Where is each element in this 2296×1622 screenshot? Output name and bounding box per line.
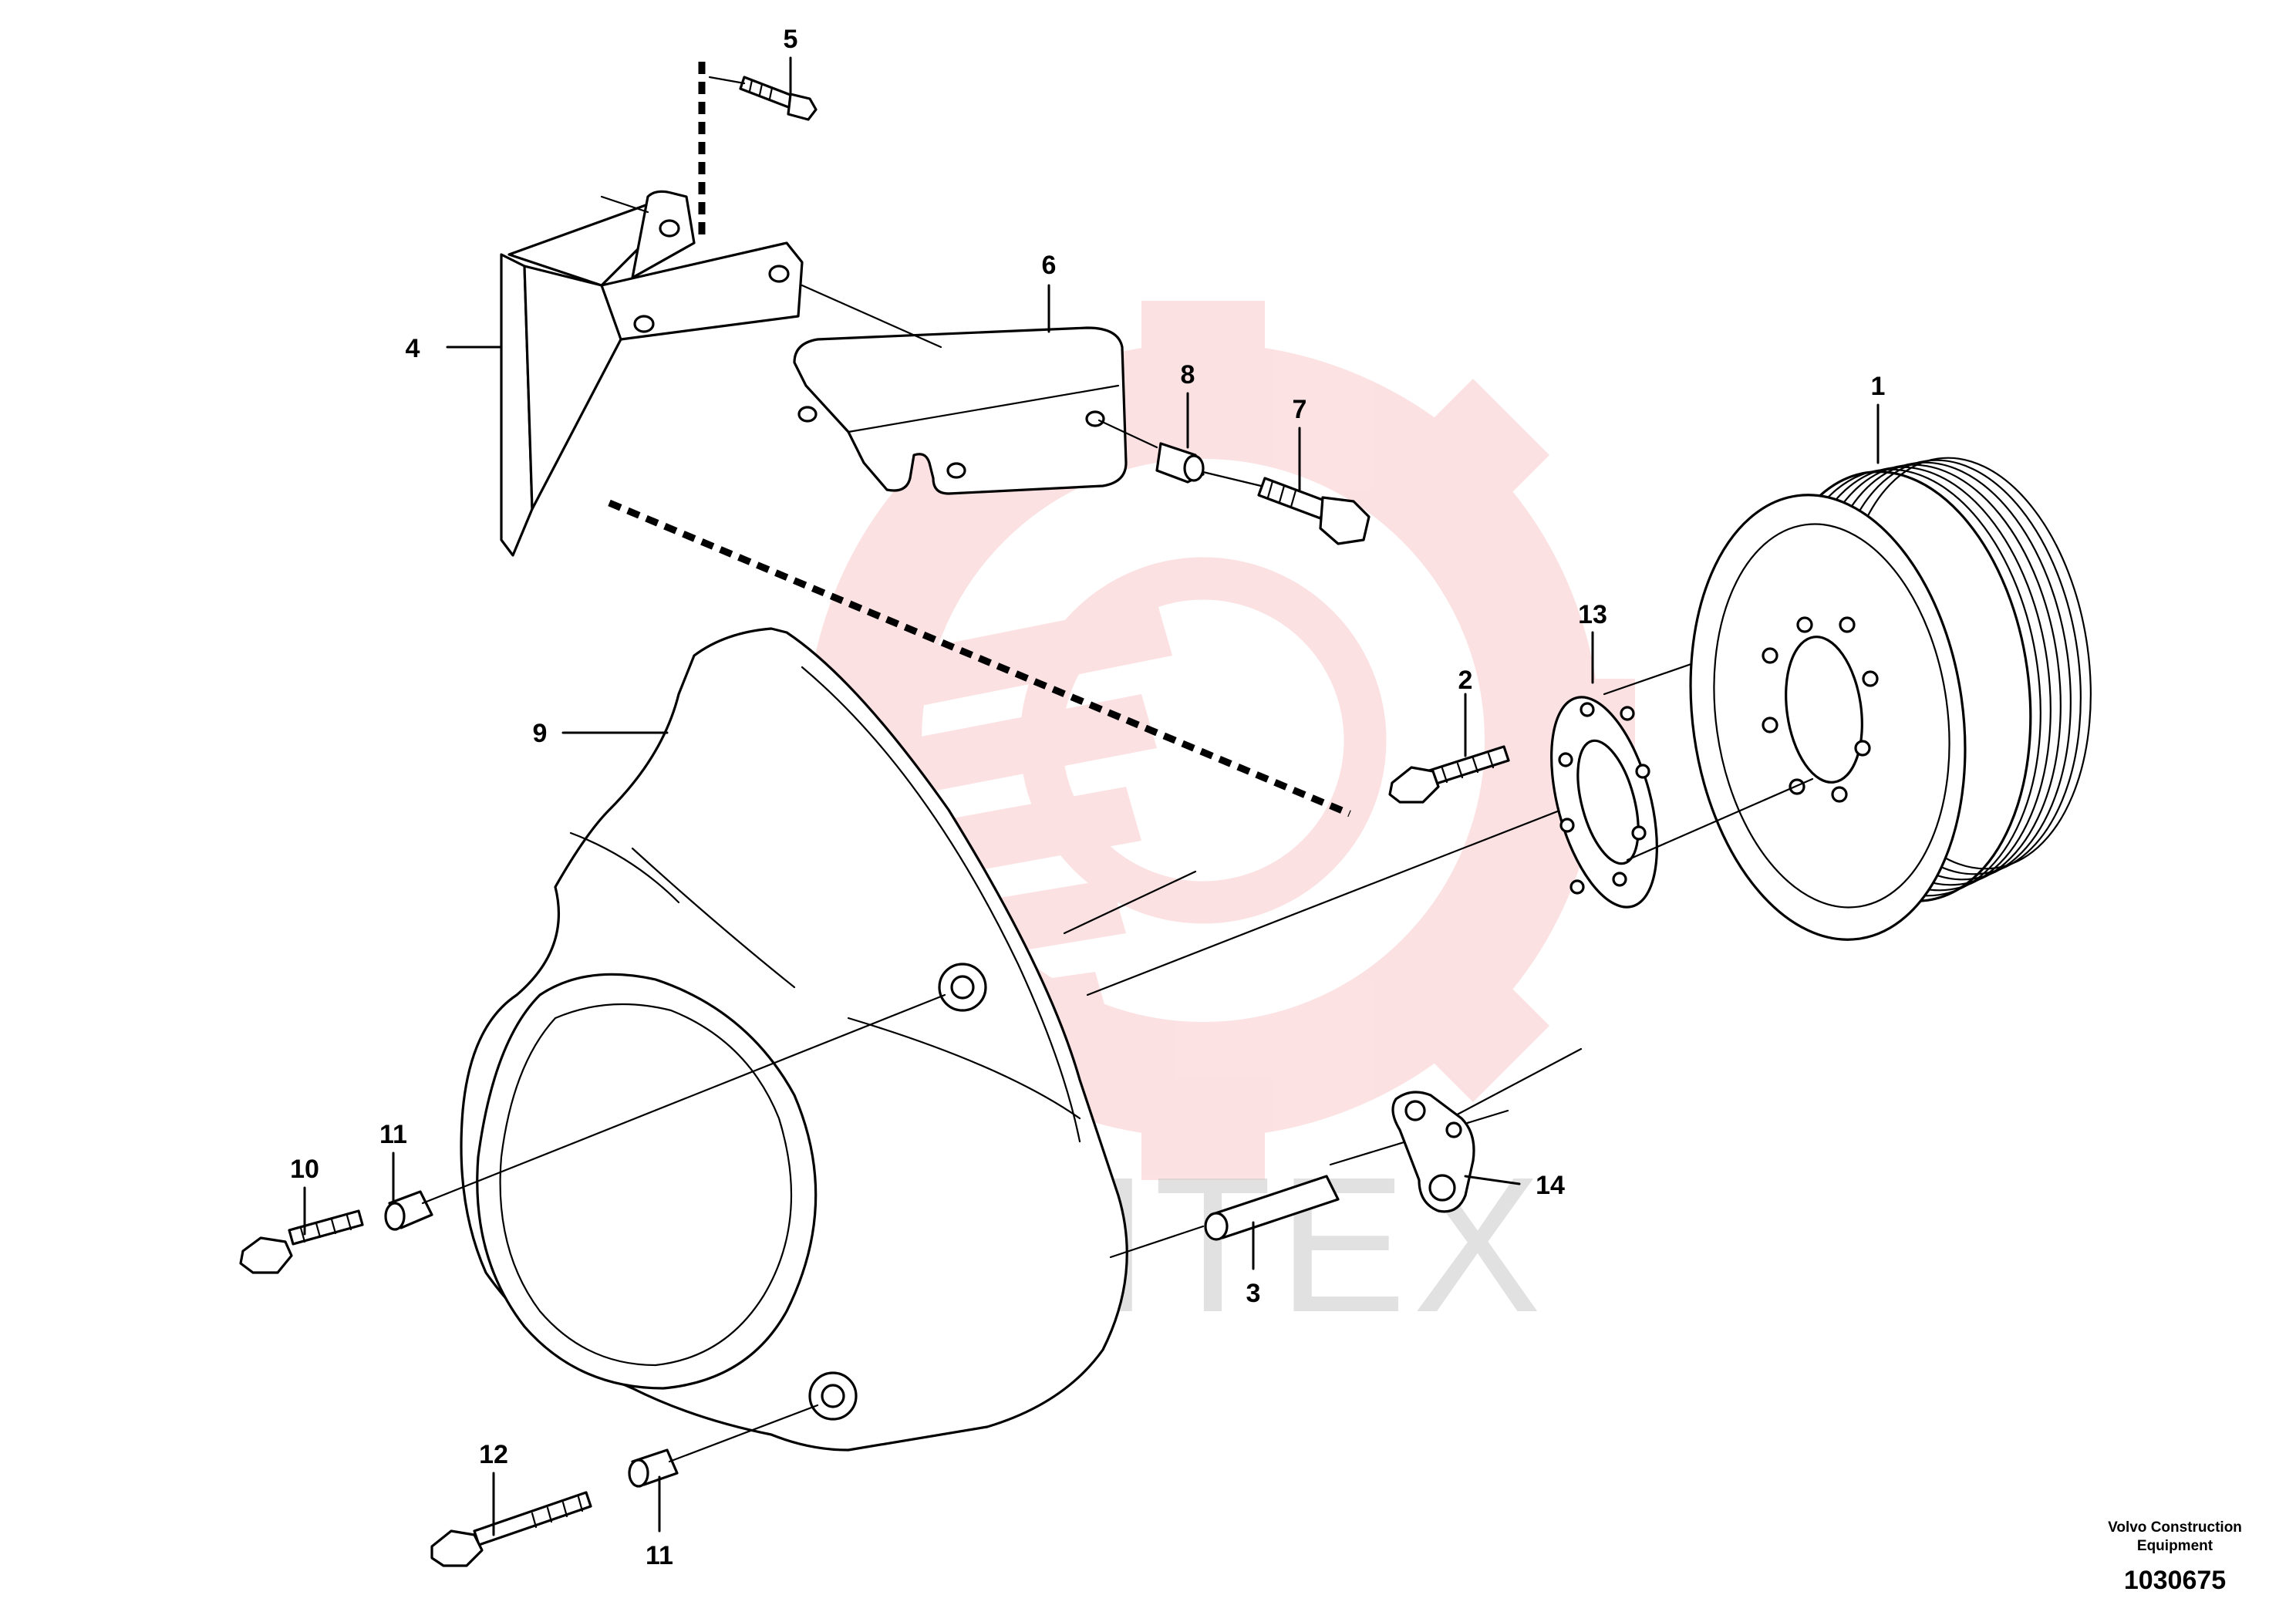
part-5-bolt bbox=[708, 76, 818, 121]
part-6-plate-bracket bbox=[793, 284, 1128, 495]
callout-11-lower: 11 bbox=[646, 1541, 673, 1570]
part-10-bolt bbox=[239, 1209, 364, 1274]
callout-3: 3 bbox=[1246, 1279, 1261, 1308]
part-9-fan-cover bbox=[460, 627, 1583, 1452]
part-14-plate bbox=[1391, 1091, 1475, 1213]
assembly-dash-diagonal bbox=[608, 499, 1351, 818]
part-13-flange-washer bbox=[1550, 623, 1806, 909]
part-2-bolt bbox=[1388, 745, 1510, 804]
brand-line-2: Equipment bbox=[2137, 1538, 2213, 1554]
callout-6: 6 bbox=[1042, 251, 1057, 280]
drawing-number: 1030675 bbox=[2124, 1566, 2226, 1595]
callout-4: 4 bbox=[406, 334, 420, 363]
callout-7: 7 bbox=[1293, 395, 1307, 424]
callout-11-upper: 11 bbox=[379, 1120, 407, 1149]
callout-1: 1 bbox=[1871, 372, 1886, 401]
callout-13: 13 bbox=[1578, 600, 1607, 629]
part-7-bolt bbox=[1202, 470, 1371, 545]
callout-10: 10 bbox=[290, 1155, 319, 1184]
callout-12: 12 bbox=[479, 1440, 508, 1469]
brand-line-1: Volvo Construction bbox=[2108, 1519, 2242, 1536]
part-11-spacer-lower bbox=[628, 1404, 819, 1488]
part-4-angle-bracket bbox=[500, 190, 804, 557]
callout-labels: 1 2 3 4 5 6 7 8 9 10 11 11 12 13 14 bbox=[290, 25, 1885, 1570]
part-8-spacer bbox=[1097, 419, 1205, 484]
part-11-spacer-upper bbox=[384, 993, 946, 1231]
callout-9: 9 bbox=[533, 719, 548, 748]
part-3-spacer-sleeve bbox=[1204, 1175, 1340, 1241]
callout-8: 8 bbox=[1181, 360, 1195, 389]
leader-lines bbox=[303, 56, 1880, 1536]
callout-5: 5 bbox=[784, 25, 798, 54]
callout-14: 14 bbox=[1536, 1171, 1565, 1200]
callout-2: 2 bbox=[1458, 666, 1473, 695]
drawing-footer: Volvo Construction Equipment 1030675 bbox=[2108, 1519, 2242, 1595]
part-1-pulley bbox=[1626, 457, 2092, 941]
part-12-bolt bbox=[430, 1491, 592, 1567]
